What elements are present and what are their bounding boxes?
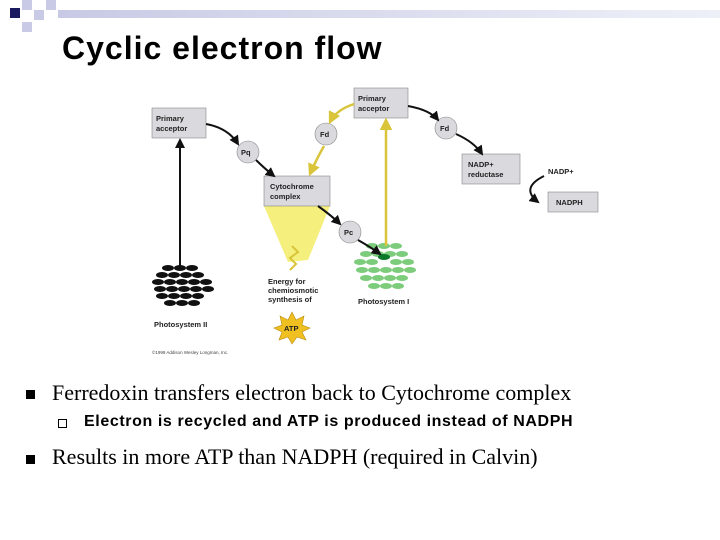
- corner-decoration: [0, 0, 720, 40]
- bullet-text: Ferredoxin transfers electron back to Cy…: [52, 380, 572, 405]
- top-stripe: [58, 10, 720, 18]
- primary-acceptor-right-box: [353, 87, 409, 119]
- primary-acceptor-right-line2: acceptor: [358, 104, 389, 113]
- corner-square: [34, 10, 44, 20]
- pq-label: Pq: [241, 148, 251, 157]
- arrow-acceptor-to-fd-right: [407, 105, 440, 122]
- energy-line1: Energy for: [268, 277, 306, 286]
- copyright-label: ©1999 Addison Wesley Longman, Inc.: [152, 349, 228, 355]
- cytochrome-line1: Cytochrome: [270, 182, 314, 191]
- arrow-fd-to-reductase: [455, 133, 484, 156]
- pc-circle: [338, 220, 362, 244]
- corner-square: [22, 22, 32, 32]
- primary-acceptor-left-line2: acceptor: [156, 124, 187, 133]
- primary-acceptor-left-box: [151, 107, 207, 139]
- photosystem-i-label: Photosystem I: [358, 297, 409, 306]
- nadp-reductase-line2: reductase: [468, 170, 503, 179]
- arrow-pc-to-ps1: [357, 239, 382, 256]
- cytochrome-complex-box: [263, 175, 331, 207]
- pq-circle: [236, 140, 260, 164]
- cyclic-electron-flow-diagram: Primary acceptor Primary acceptor Cytoch…: [151, 87, 599, 355]
- photosystem-i-cluster: [354, 243, 416, 289]
- arrow-cytochrome-to-pc: [317, 205, 342, 226]
- fd-mid-circle: [314, 122, 338, 146]
- fd-right-circle: [434, 116, 458, 140]
- sub-bullet-text: Electron is recycled and ATP is produced…: [84, 413, 574, 430]
- photosystem-ii-label: Photosystem II: [154, 320, 207, 329]
- primary-acceptor-left-line1: Primary: [156, 114, 185, 123]
- atp-label: ATP: [284, 324, 298, 333]
- atp-star: [273, 311, 311, 345]
- slide-title: Cyclic electron flow: [62, 30, 383, 66]
- arrow-acceptor-to-pq: [205, 123, 240, 146]
- pc-label: Pc: [344, 228, 353, 237]
- energy-line3: synthesis of: [268, 295, 312, 304]
- fd-right-label: Fd: [440, 124, 450, 133]
- arrow-fd-to-cytochrome: [308, 145, 326, 177]
- nadp-reductase-line1: NADP+: [468, 160, 494, 169]
- sub-bullet-square: [58, 419, 67, 428]
- arrow-acceptor-to-fd-mid: [328, 102, 355, 125]
- energy-line2: chemiosmotic: [268, 286, 318, 295]
- bullet-text: Results in more ATP than NADPH (required…: [52, 444, 538, 469]
- arrow-nadp-to-nadph: [528, 175, 545, 204]
- photosystem-ii-cluster: [152, 265, 214, 306]
- bullet-square: [26, 390, 35, 399]
- arrow-pq-to-cytochrome: [255, 159, 276, 178]
- primary-acceptor-right-line1: Primary: [358, 94, 387, 103]
- corner-square: [22, 0, 32, 10]
- nadp-plus-label: NADP+: [548, 167, 574, 176]
- nadph-box: [547, 191, 599, 213]
- reaction-center-p700: [378, 254, 390, 260]
- energy-squiggle: [288, 245, 300, 271]
- energy-beam: [264, 206, 330, 262]
- corner-square: [46, 0, 56, 10]
- nadph-label: NADPH: [556, 198, 583, 207]
- bullet-square: [26, 455, 35, 464]
- fd-mid-label: Fd: [320, 130, 330, 139]
- nadp-reductase-box: [461, 153, 521, 185]
- cytochrome-line2: complex: [270, 192, 301, 201]
- corner-square: [10, 8, 20, 18]
